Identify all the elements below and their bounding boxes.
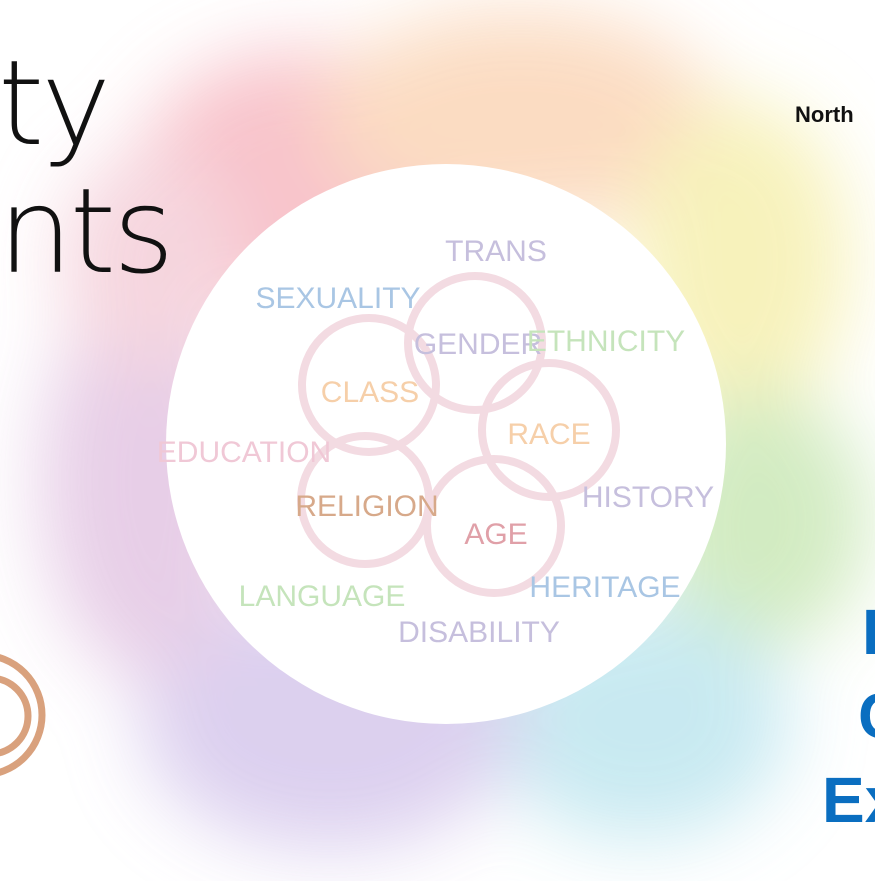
diagram-disc — [166, 164, 726, 724]
label-language: LANGUAGE — [239, 580, 406, 613]
ring-age — [423, 455, 565, 597]
label-history: HISTORY — [582, 481, 714, 514]
label-trans: TRANS — [445, 235, 547, 268]
label-heritage: HERITAGE — [529, 571, 680, 604]
blue-word-2: C — [858, 684, 875, 748]
label-sexuality: SEXUALITY — [255, 282, 420, 315]
blue-word-1: I — [862, 596, 875, 668]
blue-word-3: Ex — [822, 764, 875, 836]
label-race: RACE — [507, 418, 590, 451]
ring-race — [478, 359, 620, 501]
label-religion: RELIGION — [295, 490, 438, 523]
ring-class — [298, 314, 440, 456]
ring-gender — [404, 272, 546, 414]
label-education: EDUCATION — [157, 436, 331, 469]
label-gender: GENDER — [414, 328, 542, 361]
label-class: CLASS — [321, 376, 419, 409]
label-disability: DISABILITY — [398, 616, 560, 649]
headline-line-2: nts — [0, 162, 175, 300]
label-age: AGE — [464, 518, 527, 551]
headline-line-1: ty — [0, 34, 111, 172]
diagram-rings — [297, 272, 620, 597]
label-ethnicity: ETHNICITY — [527, 325, 685, 358]
org-name: North — [795, 102, 854, 127]
